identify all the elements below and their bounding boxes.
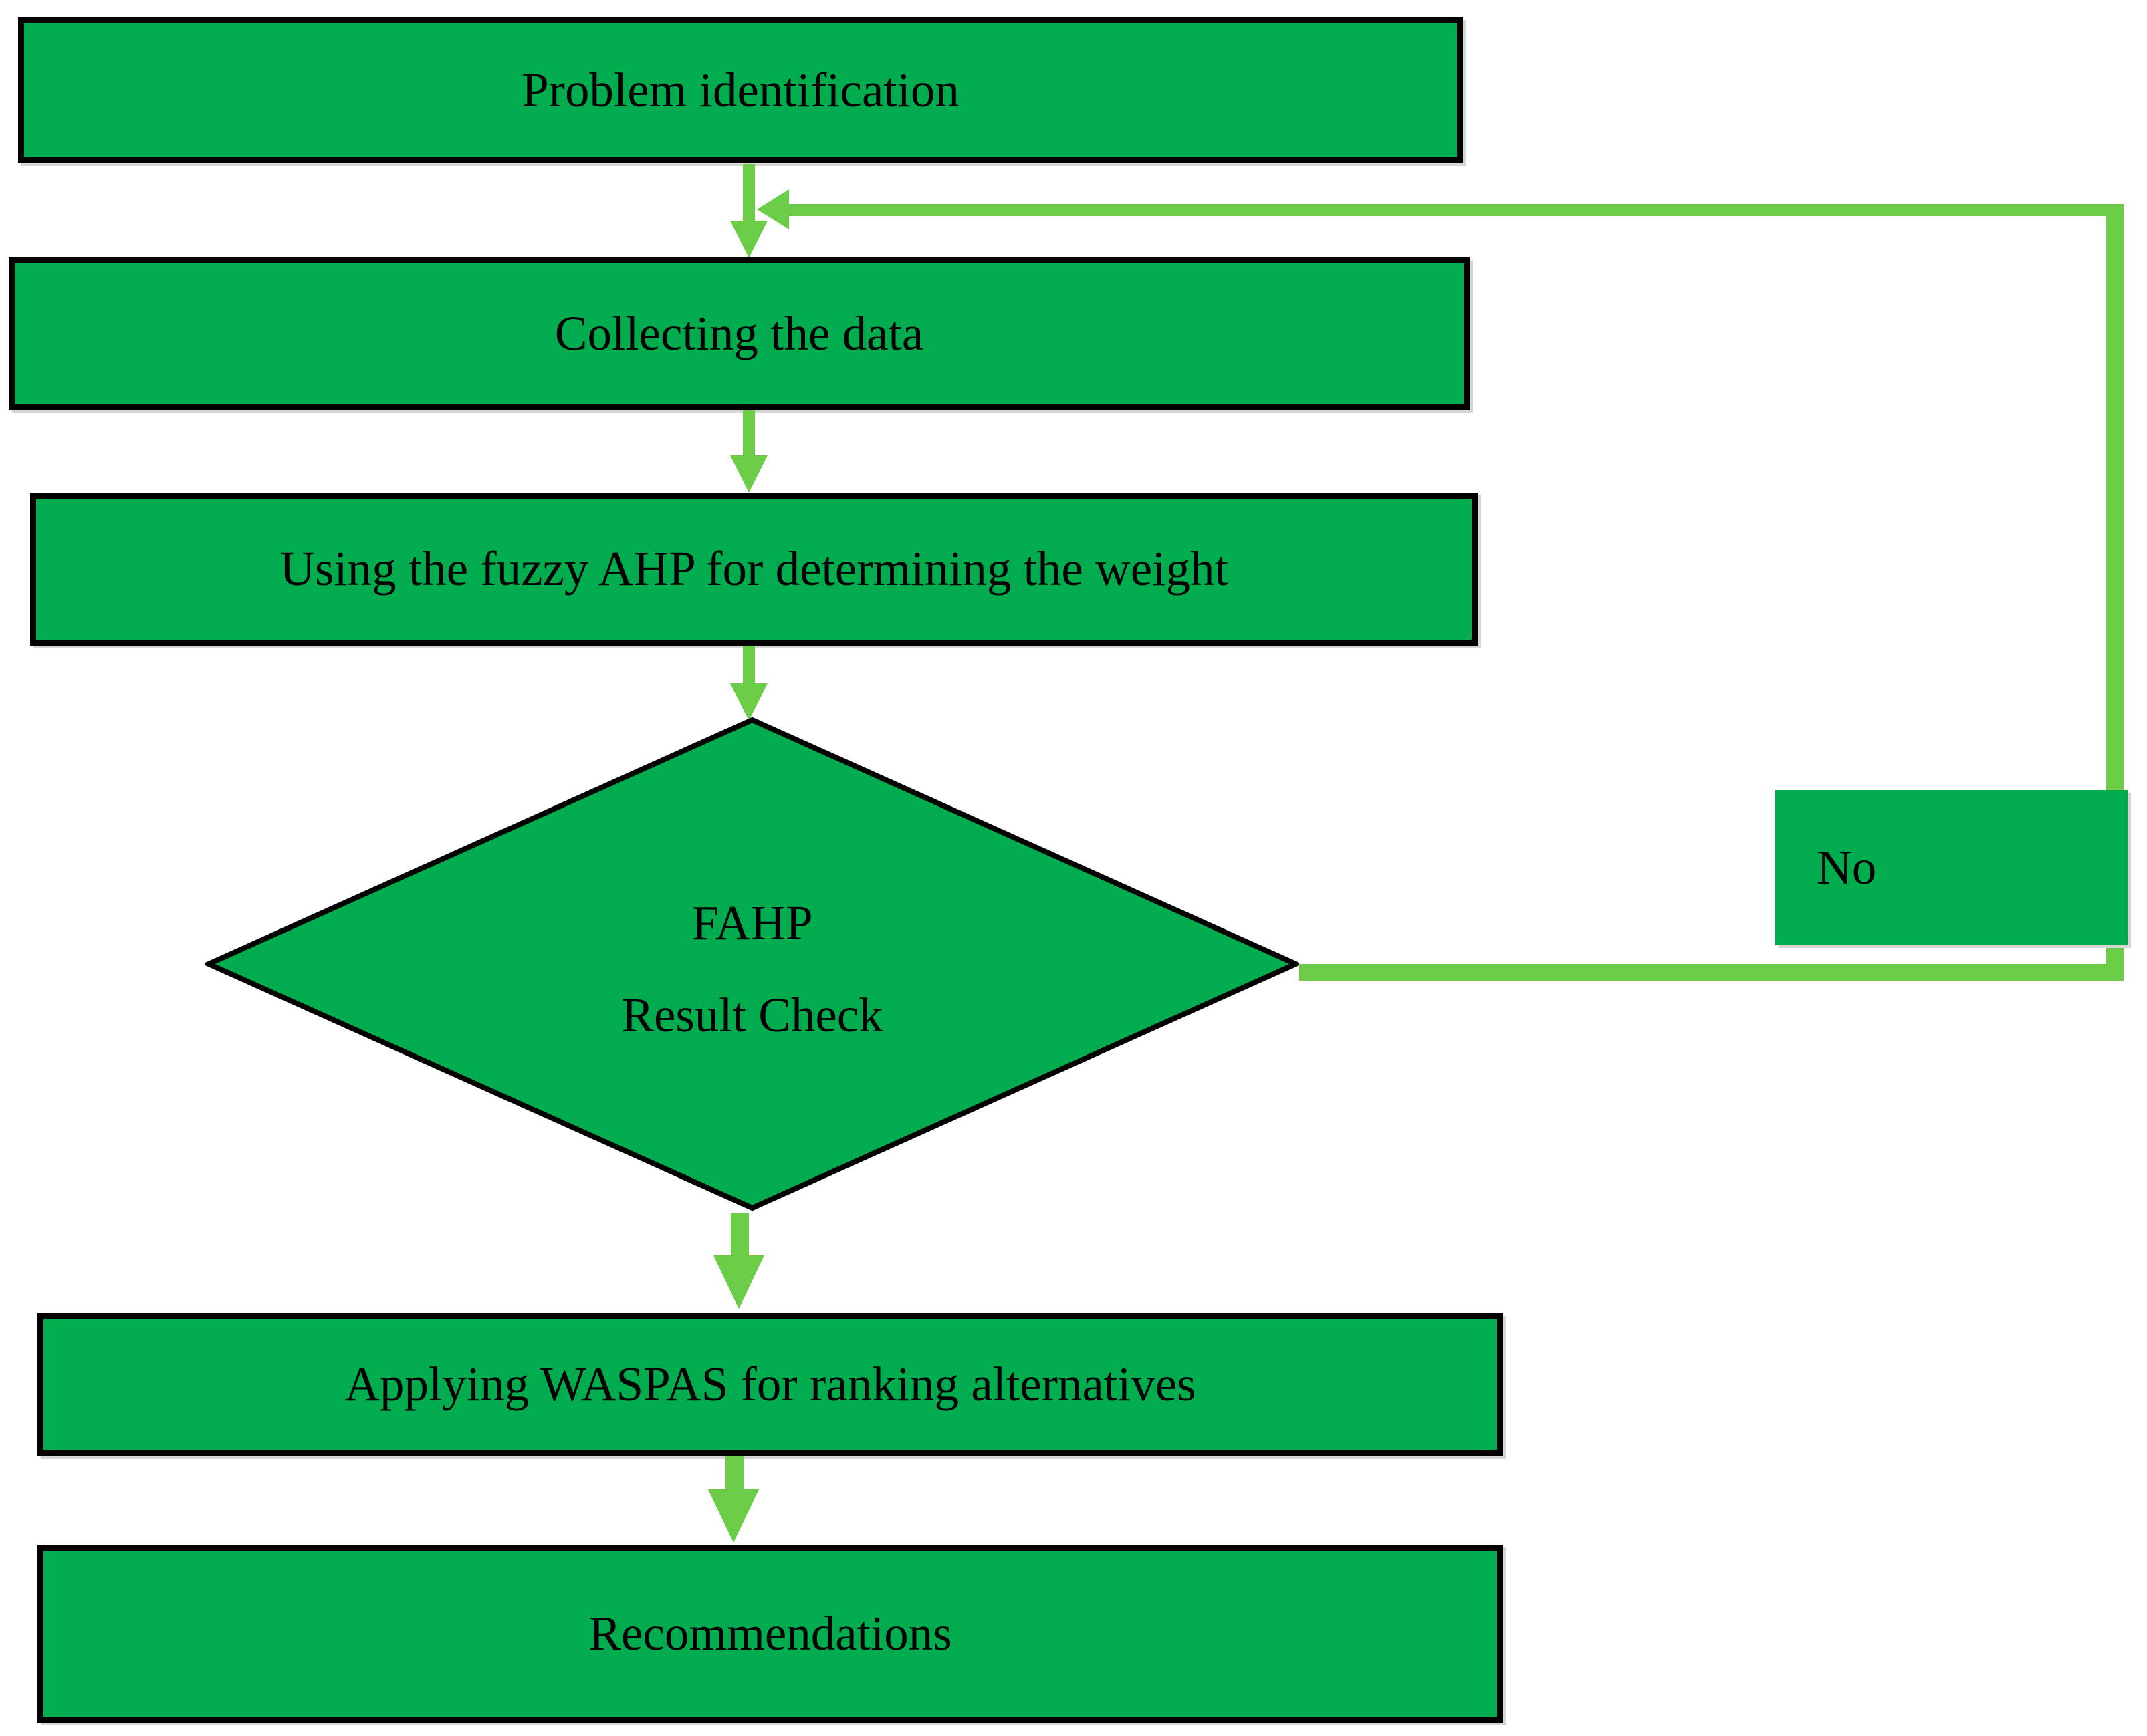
feedback-line-top <box>786 204 2124 216</box>
node-recommendations: Recommendations <box>37 1545 1503 1723</box>
node-applying-waspas: Applying WASPAS for ranking alternatives <box>37 1313 1503 1456</box>
arrow-waspas-to-recommendations-head-icon <box>708 1489 759 1543</box>
decision-diamond-shape <box>205 717 1299 1211</box>
arrow-fuzzyahp-to-decision-head-icon <box>730 683 768 721</box>
node-problem-identification-label: Problem identification <box>522 62 959 117</box>
node-fahp-result-check: FAHP Result Check <box>205 717 1299 1211</box>
edge-label-no-text: No <box>1817 840 1877 894</box>
arrow-collect-to-fuzzyahp <box>743 410 755 456</box>
arrow-decision-to-waspas <box>731 1213 749 1256</box>
node-problem-identification: Problem identification <box>18 17 1463 163</box>
arrow-problem-to-collect <box>743 164 755 221</box>
node-collecting-the-data: Collecting the data <box>9 257 1470 410</box>
node-applying-waspas-label: Applying WASPAS for ranking alternatives <box>344 1356 1196 1411</box>
arrow-waspas-to-recommendations <box>725 1456 744 1490</box>
arrow-fuzzyahp-to-decision <box>743 646 755 684</box>
node-recommendations-label: Recommendations <box>588 1606 952 1660</box>
node-collecting-the-data-label: Collecting the data <box>554 306 924 361</box>
node-fuzzy-ahp-weight: Using the fuzzy AHP for determining the … <box>30 493 1478 646</box>
decision-label-line2: Result Check <box>621 988 883 1042</box>
arrow-decision-to-waspas-head-icon <box>713 1255 764 1309</box>
node-fuzzy-ahp-weight-label: Using the fuzzy AHP for determining the … <box>279 541 1228 596</box>
arrow-collect-to-fuzzyahp-head-icon <box>730 455 768 493</box>
arrow-problem-to-collect-head-icon <box>730 221 768 258</box>
edge-label-no: No <box>1775 790 2128 945</box>
decision-label-line1: FAHP <box>691 896 813 950</box>
feedback-line-bottom <box>1299 964 2124 981</box>
